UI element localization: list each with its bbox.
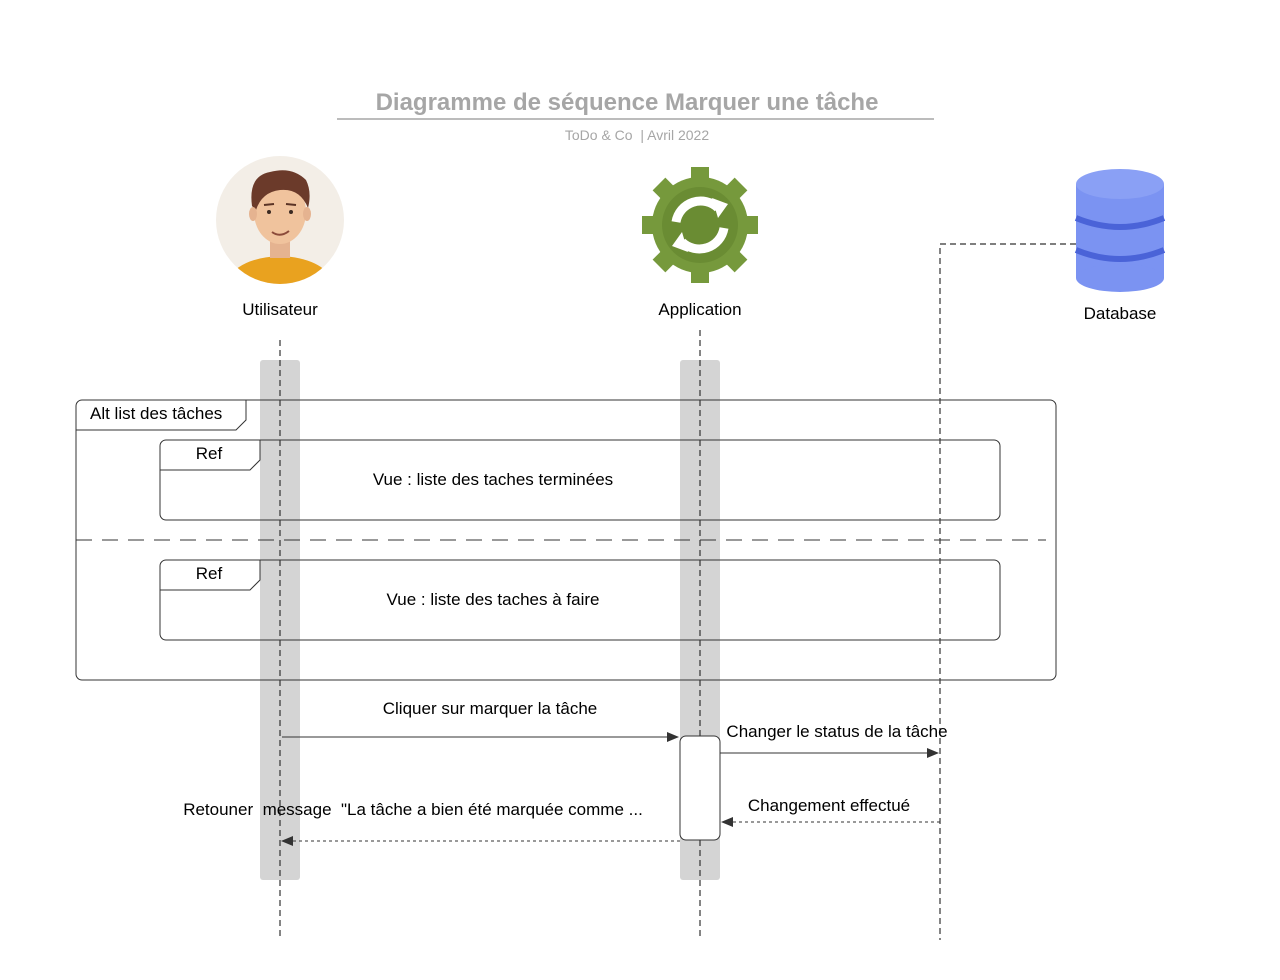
actor-label-user: Utilisateur: [242, 300, 318, 319]
diagram-subtitle: ToDo & Co | Avril 2022: [565, 127, 709, 143]
user-avatar-icon: [216, 156, 344, 284]
gear-tooth: [723, 248, 748, 273]
ref-frame-2: [159, 559, 1001, 641]
ref-tag-2: [160, 560, 261, 591]
ref-tag-label-2: Ref: [196, 564, 223, 583]
lifeline-db: [939, 243, 1076, 940]
actor-label-db: Database: [1084, 304, 1157, 323]
diagram-title: Diagramme de séquence Marquer une tâche: [376, 89, 879, 116]
gear-tooth: [652, 248, 677, 273]
alt-frame-label: Alt list des tâches: [90, 404, 222, 423]
message-label-change-status: Changer le status de la tâche: [726, 722, 947, 741]
gear-tooth: [652, 177, 677, 202]
ref-tag-1: [160, 440, 261, 471]
message-label-click: Cliquer sur marquer la tâche: [383, 699, 597, 718]
ref-text-2: Vue : liste des taches à faire: [387, 590, 600, 609]
gear-sync-icon: [642, 167, 758, 283]
execution-box-app: [679, 735, 721, 841]
actor-label-app: Application: [658, 300, 741, 319]
message-label-change-done: Changement effectué: [748, 796, 910, 815]
alt-frame-tag: [76, 400, 247, 431]
ref-tag-label-1: Ref: [196, 444, 223, 463]
message-label-return: Retouner message "La tâche a bien été ma…: [183, 800, 643, 819]
database-icon: [1074, 169, 1166, 292]
gear-tooth: [723, 177, 748, 202]
ref-frame-1: [159, 439, 1001, 521]
ref-text-1: Vue : liste des taches terminées: [373, 470, 613, 489]
